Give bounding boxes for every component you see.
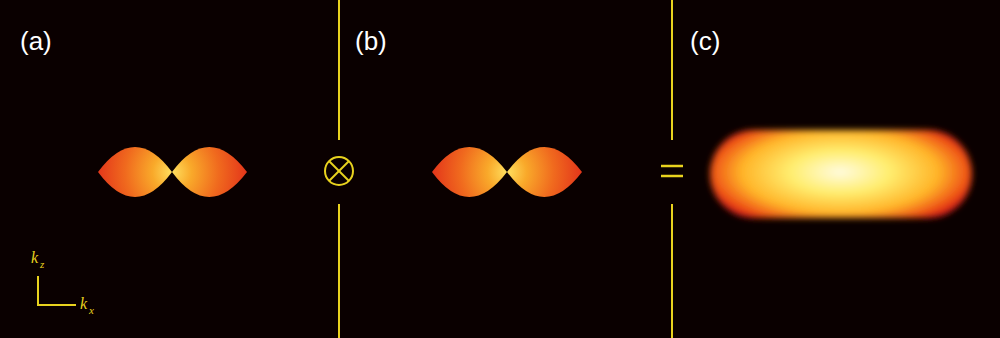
divider	[338, 0, 340, 140]
panel-label: (c)	[690, 28, 720, 54]
lobe	[98, 147, 172, 197]
axis-indicator	[38, 276, 76, 305]
panel-label: (b)	[355, 28, 387, 54]
lobe	[172, 147, 247, 197]
convolved-blob	[710, 130, 972, 218]
equals-symbol	[661, 166, 683, 176]
lobe	[507, 147, 582, 197]
panel-label: (a)	[20, 28, 52, 54]
axis-subscript: x	[89, 305, 94, 316]
divider	[671, 0, 673, 140]
divider	[671, 204, 673, 338]
axis-subscript: z	[40, 259, 44, 270]
lobe	[432, 147, 507, 197]
divider	[338, 204, 340, 338]
axis-label: k	[31, 250, 38, 266]
axis-label: k	[80, 296, 87, 312]
convolution-symbol	[325, 157, 353, 185]
